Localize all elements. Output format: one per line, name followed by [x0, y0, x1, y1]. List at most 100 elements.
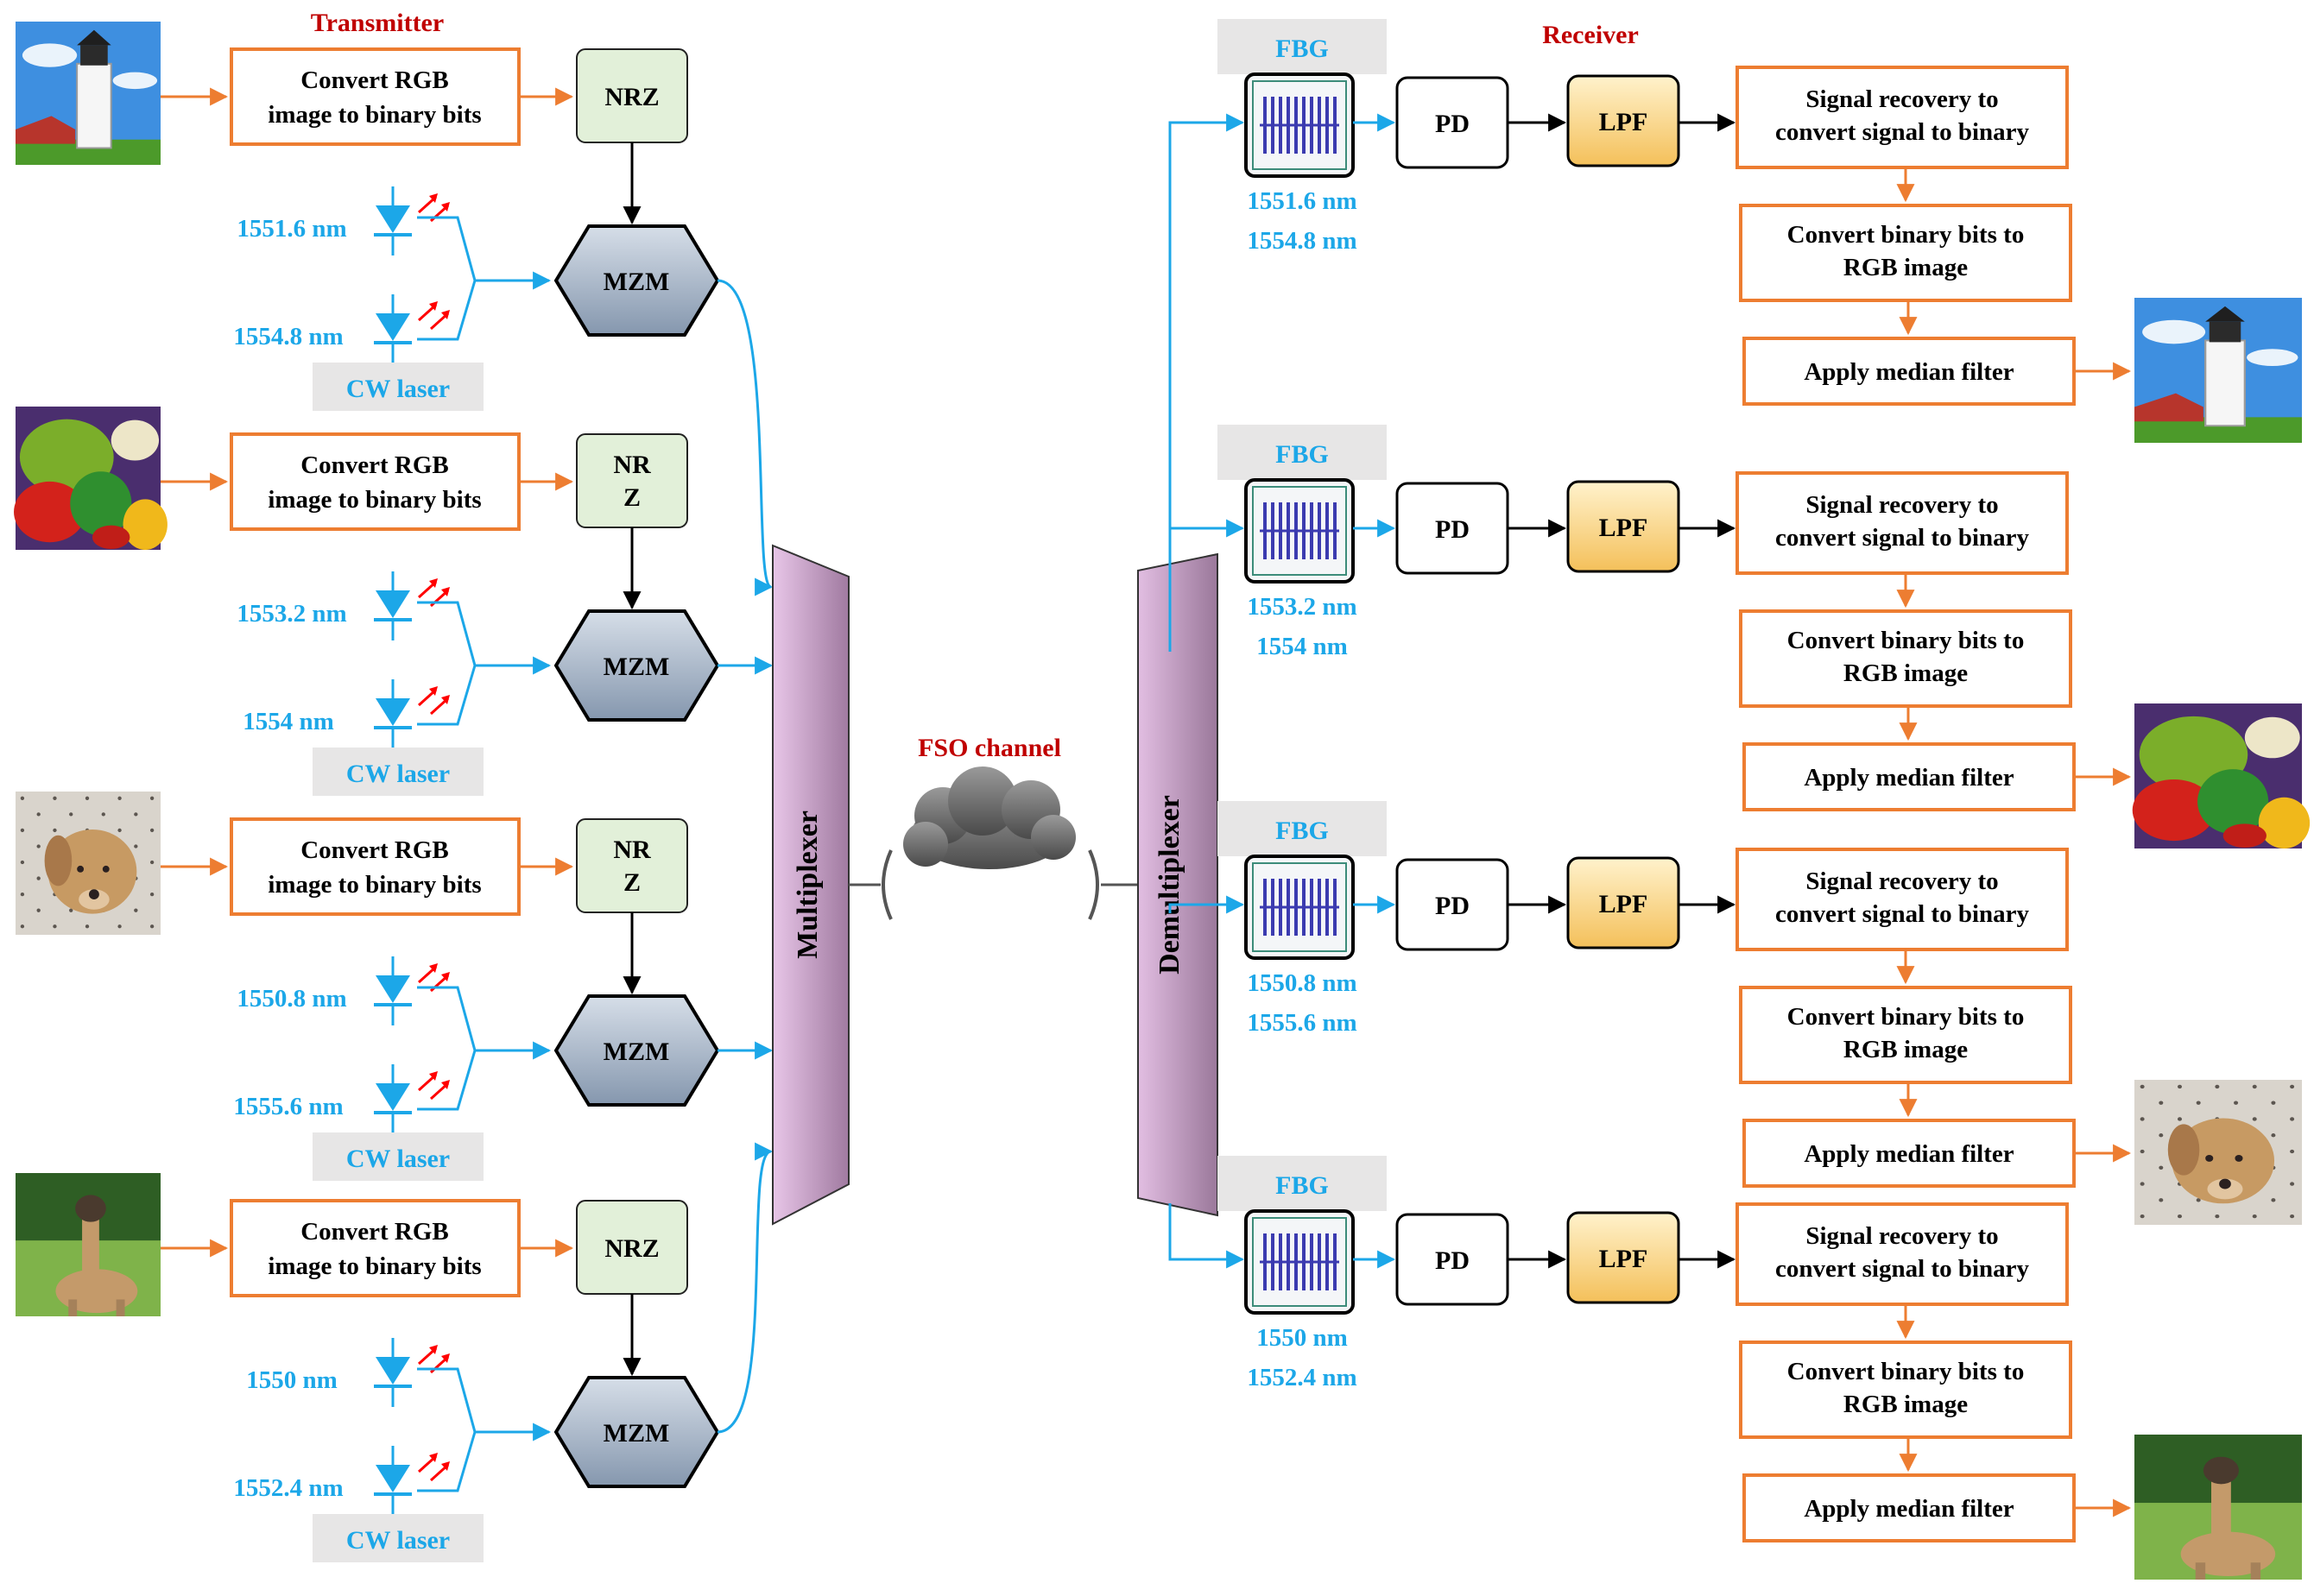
median-filter-box: Apply median filter [1742, 1473, 2076, 1542]
median-filter-label: Apply median filter [1804, 1140, 2014, 1168]
mzm-modulator: MZM [553, 1376, 720, 1488]
nrz-label: NRZ [604, 1234, 659, 1263]
lowpass-filter-box: LPF [1566, 480, 1680, 573]
fbg-wavelength-2: 1554.8 nm [1247, 227, 1356, 255]
connector [417, 1431, 477, 1492]
nrz-encoder-box: NRZ [576, 1200, 688, 1295]
fbg-label-text: FBG [1275, 35, 1329, 63]
mzm-label: MZM [604, 1038, 670, 1066]
emission-arrow-icon [417, 686, 450, 716]
convert-binary-to-rgb-box: Convert binary bits to RGB image [1739, 204, 2072, 302]
photodetector-box: PD [1395, 1213, 1509, 1306]
demultiplexer-label: Demultiplexer [1154, 795, 1185, 975]
receiver-channel-2: FBG 1553.2 nm 1554 nm PD LPF Signal recovery … [1168, 425, 2311, 848]
demultiplexer: Demultiplexer [1137, 552, 1218, 1217]
recovery-line2: convert signal to binary [1775, 524, 2030, 552]
cw-laser-text: CW laser [346, 760, 450, 788]
peppers-image [2132, 703, 2311, 848]
pd-label: PD [1435, 1246, 1470, 1275]
signal-recovery-box: Signal recovery to convert signal to bina… [1736, 1202, 2069, 1306]
emission-arrow-icon [417, 1345, 450, 1374]
fbg-wavelength-1: 1550.8 nm [1247, 969, 1356, 997]
fbg-wavelength-1: 1553.2 nm [1247, 593, 1356, 621]
lpf-label: LPF [1599, 890, 1648, 918]
mzm-label: MZM [604, 1419, 670, 1448]
emission-arrow-icon [417, 578, 450, 608]
recovery-line2: convert signal to binary [1775, 900, 2030, 928]
mzm-modulator: MZM [553, 224, 720, 337]
photodetector-box: PD [1395, 858, 1509, 951]
lighthouse-image [2134, 298, 2302, 443]
fbg-label: FBG [1217, 425, 1387, 480]
median-filter-label: Apply median filter [1804, 358, 2014, 386]
grating-icon [1260, 502, 1339, 559]
connector [417, 1367, 552, 1441]
convert-line2: RGB image [1843, 659, 1968, 687]
laser-wavelength-2: 1554 nm [243, 708, 334, 735]
pd-label: PD [1435, 892, 1470, 920]
laser-wavelength-1: 1551.6 nm [237, 215, 346, 243]
lpf-label: LPF [1599, 108, 1648, 136]
cw-laser-text: CW laser [346, 1145, 450, 1173]
convert-line1: Convert binary bits to [1787, 627, 2025, 654]
fbg-wavelength-2: 1552.4 nm [1247, 1364, 1356, 1391]
connector [417, 601, 552, 675]
nrz-label: NRZ [604, 83, 659, 111]
laser-diode-icon [374, 956, 450, 1025]
cw-laser-label: CW laser [313, 1514, 484, 1562]
convert-binary-to-rgb-box: Convert binary bits to RGB image [1739, 1341, 2072, 1439]
laser-diode-icon [374, 186, 450, 255]
connector [417, 665, 477, 726]
convert-line2: RGB image [1843, 1036, 1968, 1063]
convert-box-line1: Convert RGB [300, 451, 449, 479]
laser-wavelength-1: 1550.8 nm [237, 985, 346, 1012]
lpf-label: LPF [1599, 514, 1648, 542]
convert-line1: Convert binary bits to [1787, 221, 2025, 249]
fbg-wavelength-2: 1554 nm [1256, 633, 1348, 660]
fbg-filter [1244, 478, 1355, 584]
nrz-encoder-box: NRZ [576, 433, 688, 528]
emission-arrow-icon [417, 1071, 450, 1101]
median-filter-box: Apply median filter [1742, 337, 2076, 406]
nrz-encoder-box: NRZ [576, 48, 688, 143]
laser-wavelength-2: 1555.6 nm [233, 1093, 343, 1120]
recovery-line1: Signal recovery to [1805, 1222, 1998, 1250]
convert-line2: RGB image [1843, 254, 1968, 281]
peppers-image [14, 407, 168, 550]
recovery-line2: convert signal to binary [1775, 1255, 2030, 1283]
transmitter-title: Transmitter [311, 9, 444, 37]
pd-label: PD [1435, 515, 1470, 544]
mzm-label: MZM [604, 268, 670, 296]
mzm-modulator: MZM [553, 609, 720, 722]
fiber-connector [1168, 1203, 1245, 1269]
fso-channel [849, 766, 1138, 920]
convert-line1: Convert binary bits to [1787, 1358, 2025, 1385]
fbg-label-text: FBG [1275, 1171, 1329, 1200]
multiplexer: Multiplexer [772, 544, 850, 1226]
connector [417, 216, 552, 290]
convert-box-line2: image to binary bits [268, 101, 481, 129]
laser-diode-icon [374, 571, 450, 640]
fbg-label: FBG [1217, 19, 1387, 74]
median-filter-label: Apply median filter [1804, 1495, 2014, 1523]
convert-line2: RGB image [1843, 1391, 1968, 1418]
fiber-connector [1168, 519, 1245, 652]
connector [417, 280, 477, 341]
recovery-line2: convert signal to binary [1775, 118, 2030, 146]
photodetector-box: PD [1395, 482, 1509, 575]
mzm-label: MZM [604, 653, 670, 681]
laser-diode-icon [374, 1446, 450, 1515]
laser-diode-icon [374, 1064, 450, 1133]
